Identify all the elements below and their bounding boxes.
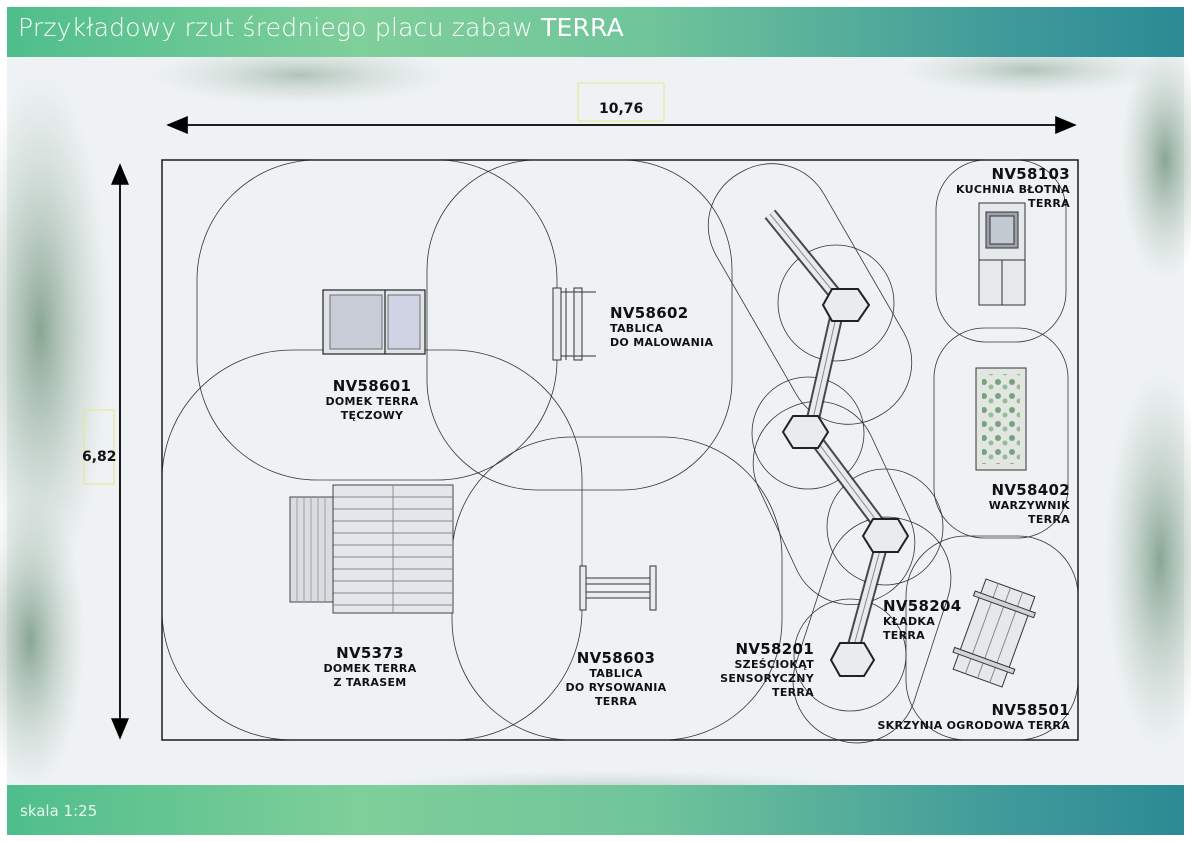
code-domek-teczowy: NV58601 xyxy=(332,377,412,395)
desc-kladka-2: TERRA xyxy=(883,629,925,642)
desc-tablica-malowania-1: TABLICA xyxy=(610,322,664,335)
domek-taras-drawing xyxy=(289,484,454,614)
title-banner xyxy=(7,7,1184,57)
foliage-decoration xyxy=(0,40,1191,810)
page-title: Przykładowy rzut średniego placu zabaw T… xyxy=(18,13,624,42)
zone-tablica-malowania xyxy=(426,159,733,491)
label-domek-taras: NV5373 DOMEK TERRA Z TARASEM xyxy=(316,644,424,690)
safety-zones xyxy=(161,159,1079,744)
code-domek-taras: NV5373 xyxy=(336,644,404,662)
desc-domek-taras-1: DOMEK TERRA xyxy=(323,662,417,675)
code-warzywnik: NV58402 xyxy=(991,481,1070,499)
desc-szesciokat-3: TERRA xyxy=(772,686,814,699)
desc-szesciokat-2: SENSORYCZNY xyxy=(720,672,814,685)
zone-kladka xyxy=(707,163,952,744)
label-kuchnia: NV58103 KUCHNIA BŁOTNA TERRA xyxy=(946,165,1070,211)
height-dimension-label: 6,82 xyxy=(82,449,117,465)
height-label-box xyxy=(83,409,115,485)
desc-kladka-1: KŁADKA xyxy=(883,615,936,628)
label-warzywnik: NV58402 WARZYWNIK TERRA xyxy=(960,481,1070,527)
label-skrzynia: NV58501 SKRZYNIA OGRODOWA TERRA xyxy=(860,701,1070,733)
desc-domek-teczowy-1: DOMEK TERRA xyxy=(325,395,419,408)
code-kuchnia: NV58103 xyxy=(991,165,1070,183)
tablica-malowania-drawing xyxy=(552,287,596,361)
label-tablica-malowania: NV58602 TABLICA DO MALOWANIA xyxy=(610,304,713,350)
code-tablica-malowania: NV58602 xyxy=(610,304,689,322)
scale-label: skala 1:25 xyxy=(20,802,98,820)
desc-warzywnik-1: WARZYWNIK xyxy=(988,499,1070,512)
title-brand: TERRA xyxy=(541,13,624,42)
desc-tablica-malowania-2: DO MALOWANIA xyxy=(610,336,714,349)
desc-skrzynia-1: SKRZYNIA OGRODOWA TERRA xyxy=(877,719,1070,732)
zone-warzywnik xyxy=(933,327,1069,539)
desc-tablica-rysowania-3: TERRA xyxy=(595,695,637,708)
label-kladka: NV58204 KŁADKA TERRA xyxy=(883,597,961,643)
kuchnia-drawing xyxy=(978,202,1026,306)
desc-tablica-rysowania-1: TABLICA xyxy=(589,667,643,680)
desc-kuchnia-2: TERRA xyxy=(1028,197,1070,210)
code-tablica-rysowania: NV58603 xyxy=(576,649,656,667)
width-label-box xyxy=(577,82,665,122)
tablica-rysowania-drawing xyxy=(579,565,657,611)
footer-banner xyxy=(7,785,1184,835)
label-domek-teczowy: NV58601 DOMEK TERRA TĘCZOWY xyxy=(318,377,426,423)
zone-skrzynia xyxy=(905,535,1079,741)
code-skrzynia: NV58501 xyxy=(991,701,1070,719)
skrzynia-drawing xyxy=(952,578,1036,688)
code-kladka: NV58204 xyxy=(883,597,962,615)
width-dimension-label: 10,76 xyxy=(599,101,644,117)
desc-warzywnik-2: TERRA xyxy=(1028,513,1070,526)
desc-domek-taras-2: Z TARASEM xyxy=(333,676,407,689)
desc-domek-teczowy-2: TĘCZOWY xyxy=(340,409,404,422)
domek-teczowy-drawing xyxy=(322,289,426,355)
label-szesciokat: NV58201 SZEŚCIOKĄT SENSORYCZNY TERRA xyxy=(704,640,814,700)
zone-kuchnia xyxy=(935,159,1067,343)
kladka-drawing xyxy=(764,209,910,677)
desc-tablica-rysowania-2: DO RYSOWANIA xyxy=(565,681,667,694)
code-szesciokat: NV58201 xyxy=(735,640,814,658)
title-main: Przykładowy rzut średniego placu zabaw xyxy=(18,13,533,42)
desc-szesciokat-1: SZEŚCIOKĄT xyxy=(734,658,814,671)
warzywnik-drawing xyxy=(975,367,1027,471)
label-tablica-rysowania: NV58603 TABLICA DO RYSOWANIA TERRA xyxy=(561,649,671,709)
desc-kuchnia-1: KUCHNIA BŁOTNA xyxy=(955,183,1070,196)
